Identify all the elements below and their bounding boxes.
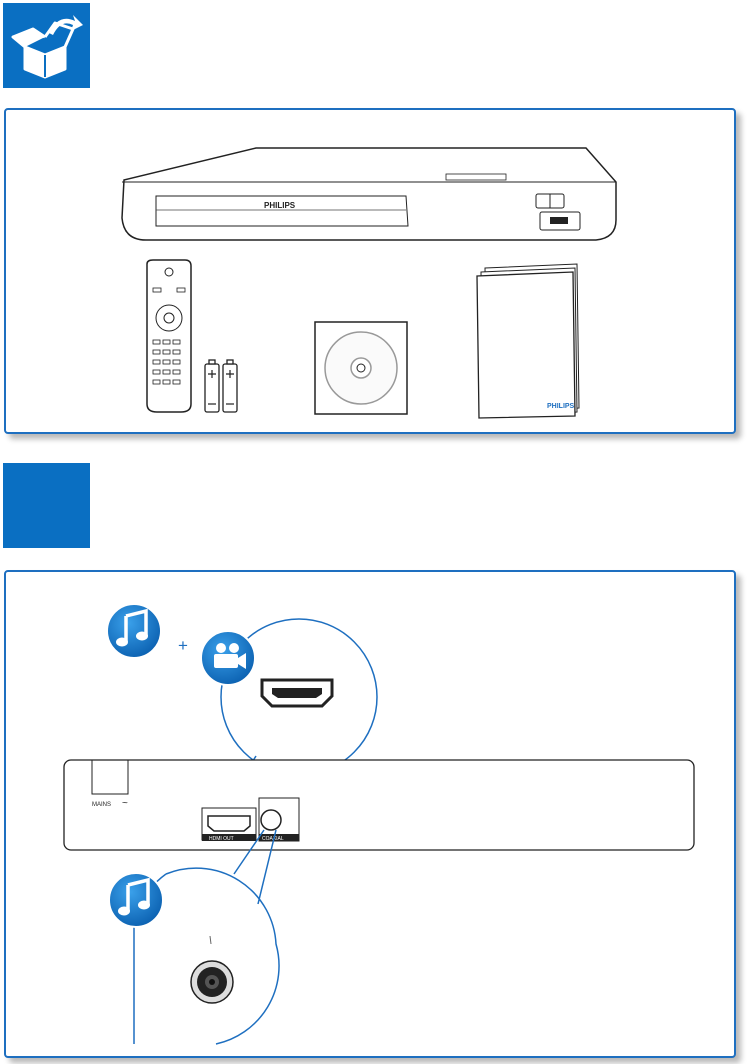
video-camera-icon [201,631,255,685]
remote-control-illustration [141,258,201,418]
connection-panel: + MAINS ~ HDMI OUT COAXIAL [4,570,736,1058]
plus-sign: + [178,636,188,655]
connect-tab [3,463,90,548]
box-contents-panel: PHILIPS [4,108,736,434]
mains-symbol: ~ [122,798,128,809]
music-note-icon [109,873,163,927]
player-back-panel [64,760,694,850]
coaxial-port [261,810,281,830]
mains-label: MAINS [92,802,111,808]
blu-ray-player-illustration: PHILIPS [116,140,626,250]
batteries-illustration [202,358,242,418]
player-brand-label: PHILIPS [264,201,296,210]
software-disc-illustration [313,320,409,416]
open-box-icon [3,3,90,88]
hdmi-out-label: HDMI OUT [209,836,234,842]
coaxial-jack-icon [191,961,233,1003]
hdmi-connector-icon [262,680,332,706]
hdmi-out-port [208,816,250,831]
user-manual-illustration: PHILIPS [471,262,591,422]
music-note-icon [107,604,161,658]
manual-brand-label: PHILIPS [547,403,575,410]
connection-diagram: + MAINS ~ HDMI OUT COAXIAL [6,572,734,1056]
whats-in-the-box-tab [3,3,90,88]
